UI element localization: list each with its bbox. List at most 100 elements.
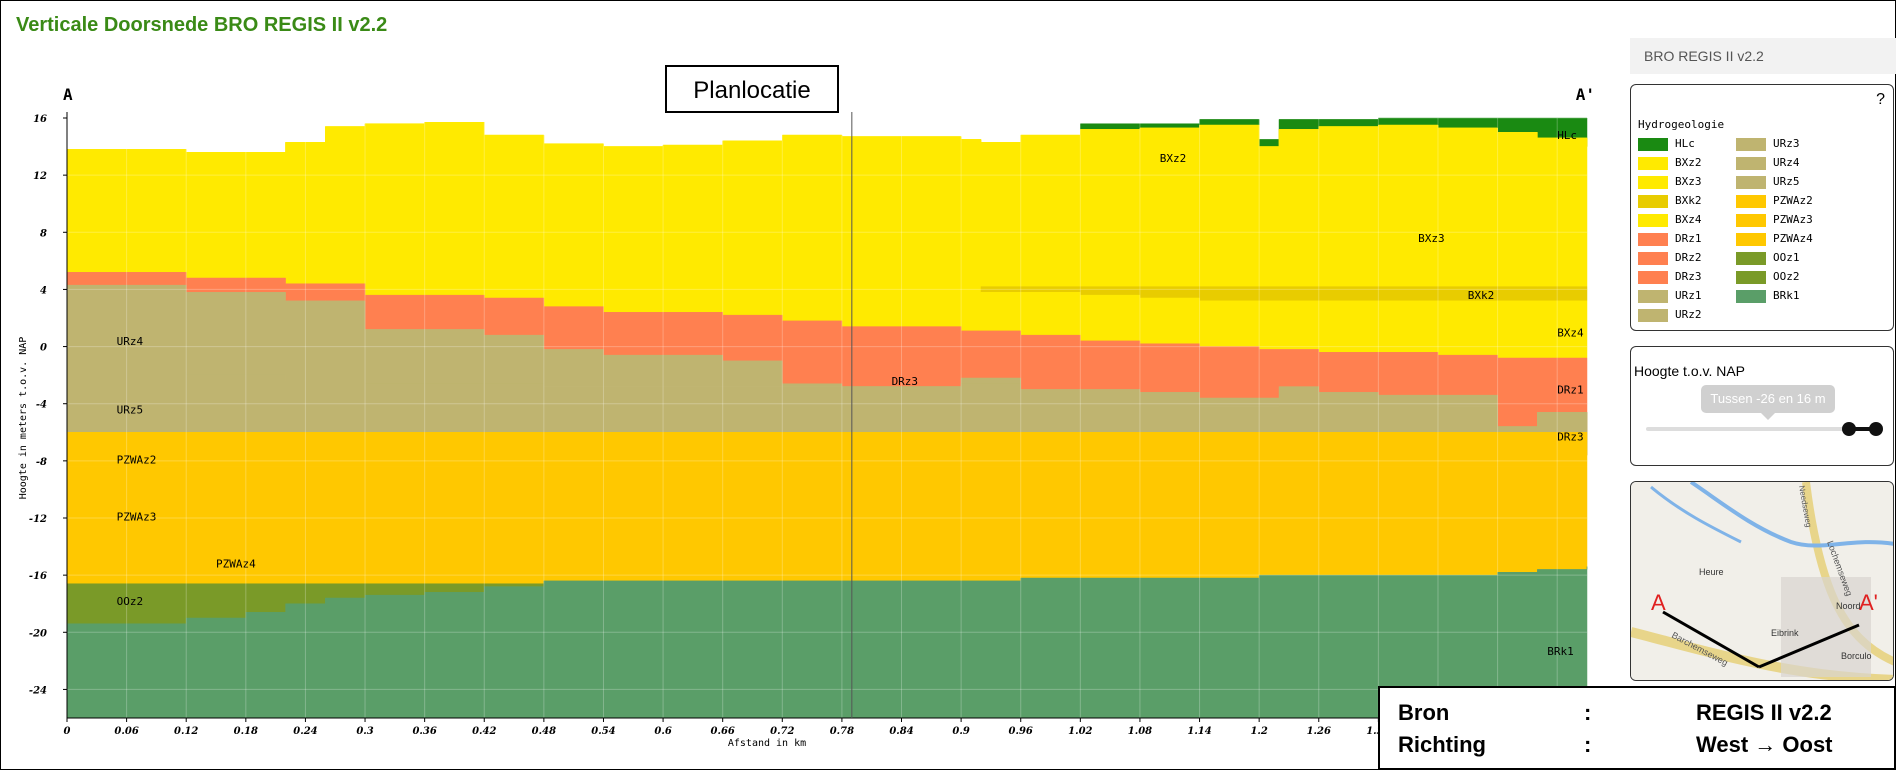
layer-label-bxz4: BXz4 bbox=[1557, 326, 1584, 339]
legend-label: HLc bbox=[1675, 137, 1695, 150]
layer-label-bxz3: BXz3 bbox=[1418, 232, 1445, 245]
layer-labels: HLcBXz2BXz3BXk2BXz4DRz1DRz3DRz3URz4URz5P… bbox=[117, 129, 1584, 658]
direction-value: West → Oost bbox=[1696, 732, 1833, 757]
x-tick-label: 0.96 bbox=[1009, 726, 1033, 737]
legend-title: Hydrogeologie bbox=[1638, 118, 1725, 131]
x-tick-label: 0.78 bbox=[830, 726, 854, 737]
layer-label-drz3: DRz3 bbox=[1557, 431, 1584, 444]
legend-swatch bbox=[1638, 290, 1668, 303]
x-tick-label: 0.42 bbox=[472, 726, 496, 737]
end-label-a-prime: A' bbox=[1576, 85, 1595, 104]
x-tick-label: 1.14 bbox=[1187, 726, 1211, 737]
legend-swatch bbox=[1736, 195, 1766, 208]
source-separator: : bbox=[1584, 700, 1592, 725]
legend-label: URz4 bbox=[1773, 156, 1800, 169]
legend-swatch bbox=[1638, 157, 1668, 170]
legend-label: DRz1 bbox=[1675, 232, 1702, 245]
x-tick-label: 0.54 bbox=[591, 726, 615, 737]
legend-label: URz2 bbox=[1675, 308, 1702, 321]
plan-location-label: Planlocatie bbox=[665, 65, 839, 113]
layer-label-ooz2: OOz2 bbox=[117, 595, 144, 608]
y-tick-label: 12 bbox=[33, 171, 47, 182]
legend-label: DRz3 bbox=[1675, 270, 1702, 283]
page-title: Verticale Doorsnede BRO REGIS II v2.2 bbox=[16, 14, 388, 36]
direction-separator: : bbox=[1584, 732, 1592, 757]
map-marker-a-prime: A' bbox=[1859, 590, 1878, 615]
y-tick-label: -16 bbox=[29, 571, 47, 582]
height-range-tooltip: Tussen -26 en 16 m bbox=[1701, 385, 1835, 420]
layer-label-pzwaz2: PZWAz2 bbox=[117, 453, 157, 466]
legend-swatch bbox=[1736, 138, 1766, 151]
y-tick-label: -12 bbox=[29, 514, 47, 525]
layer-label-drz1: DRz1 bbox=[1557, 383, 1584, 396]
source-info-box: Bron : REGIS II v2.2 Richting : West → O… bbox=[1378, 686, 1896, 770]
x-tick-label: 0.18 bbox=[234, 726, 258, 737]
legend-label: URz3 bbox=[1773, 137, 1800, 150]
y-tick-label: -24 bbox=[29, 685, 47, 696]
help-icon[interactable]: ? bbox=[1876, 91, 1885, 108]
map-label-borculo: Borculo bbox=[1841, 651, 1872, 661]
layer-pzwaz3 bbox=[66, 466, 1588, 539]
x-tick-label: 1.02 bbox=[1068, 726, 1092, 737]
y-axis-label: Hoogte in meters t.o.v. NAP bbox=[18, 337, 29, 500]
x-tick-label: 1.2 bbox=[1250, 726, 1267, 737]
legend-label: BRk1 bbox=[1773, 289, 1800, 302]
layer-label-pzwaz3: PZWAz3 bbox=[117, 511, 157, 524]
map-label-eibrink: Eibrink bbox=[1771, 628, 1799, 638]
legend-label: BXz4 bbox=[1675, 213, 1702, 226]
gridlines bbox=[66, 117, 1587, 718]
x-tick-label: 0.6 bbox=[654, 726, 671, 737]
y-tick-label: -4 bbox=[36, 400, 47, 411]
legend-swatch bbox=[1736, 271, 1766, 284]
layer-label-hlc: HLc bbox=[1557, 129, 1577, 142]
x-tick-label: 0.72 bbox=[770, 726, 794, 737]
legend-label: PZWAz2 bbox=[1773, 194, 1813, 207]
legend-label: BXk2 bbox=[1675, 194, 1702, 207]
slider-handle-min[interactable] bbox=[1842, 422, 1856, 436]
river bbox=[1689, 482, 1893, 548]
y-tick-label: 8 bbox=[40, 228, 47, 239]
x-tick-label: 1.08 bbox=[1128, 726, 1152, 737]
y-tick-label: -8 bbox=[36, 457, 47, 468]
x-tick-label: 1.26 bbox=[1307, 726, 1331, 737]
x-axis-label: Afstand in km bbox=[728, 738, 806, 749]
location-map[interactable]: A A' Heure Noord Eibrink Borculo Barchem… bbox=[1630, 481, 1894, 681]
legend-swatch bbox=[1736, 157, 1766, 170]
x-tick-label: 0.84 bbox=[889, 726, 913, 737]
legend-swatch bbox=[1638, 309, 1668, 322]
legend-swatch bbox=[1638, 252, 1668, 265]
slider-handle-max[interactable] bbox=[1869, 422, 1883, 436]
layer-pzwaz2 bbox=[66, 432, 1588, 467]
sidebar-header[interactable]: BRO REGIS II v2.2 bbox=[1630, 38, 1896, 74]
legend-label: DRz2 bbox=[1675, 251, 1702, 264]
layer-label-urz4: URz4 bbox=[117, 335, 144, 348]
height-range-fill bbox=[1849, 427, 1877, 431]
layer-label-bxk2: BXk2 bbox=[1468, 289, 1495, 302]
height-filter-title: Hoogte t.o.v. NAP bbox=[1634, 363, 1746, 379]
source-value: REGIS II v2.2 bbox=[1696, 700, 1832, 725]
legend-swatch bbox=[1736, 233, 1766, 246]
section-line-b bbox=[1758, 623, 1860, 669]
x-tick-label: 0.36 bbox=[412, 726, 436, 737]
legend-label: BXz2 bbox=[1675, 156, 1702, 169]
road-barchemseweg bbox=[1631, 627, 1893, 680]
source-row-richting: Richting : West → Oost bbox=[1398, 732, 1888, 764]
source-key: Bron bbox=[1398, 700, 1450, 725]
legend-label: PZWAz4 bbox=[1773, 232, 1813, 245]
height-filter-panel: Hoogte t.o.v. NAP Tussen -26 en 16 m bbox=[1630, 346, 1894, 466]
x-tick-label: 0.12 bbox=[174, 726, 198, 737]
legend-label: URz1 bbox=[1675, 289, 1702, 302]
legend-swatch bbox=[1638, 233, 1668, 246]
height-range-slider[interactable] bbox=[1646, 427, 1878, 431]
legend-swatch bbox=[1638, 195, 1668, 208]
legend-label: OOz1 bbox=[1773, 251, 1800, 264]
legend-swatch bbox=[1736, 252, 1766, 265]
layer-areas bbox=[66, 117, 1588, 719]
x-tick-label: 0.48 bbox=[532, 726, 556, 737]
map-svg: A A' Heure Noord Eibrink Borculo Barchem… bbox=[1631, 482, 1893, 680]
legend-swatch bbox=[1638, 271, 1668, 284]
x-tick-label: 0.66 bbox=[711, 726, 735, 737]
end-label-a: A bbox=[63, 85, 73, 104]
